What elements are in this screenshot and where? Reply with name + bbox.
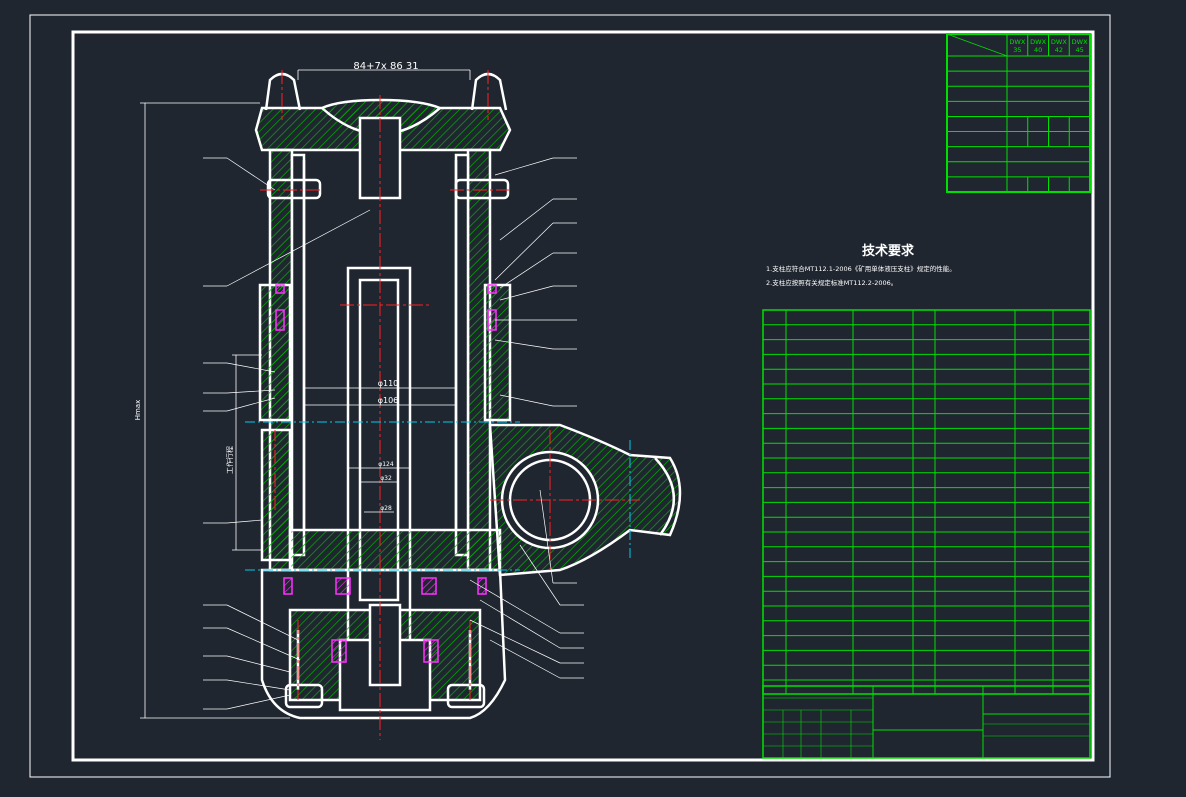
param-header-diag	[946, 33, 1008, 57]
param-table-frame	[946, 33, 1091, 193]
leader-left-tail-8	[226, 655, 291, 673]
leader-right-tail-10	[469, 579, 561, 634]
leader-left-tail-0	[226, 157, 276, 191]
leader-right-tail-9	[519, 544, 561, 606]
leader-right-tail-8	[539, 489, 554, 584]
leader-left-tail-6	[226, 604, 299, 641]
leader-right-tail-13	[489, 639, 561, 679]
section-lines	[245, 421, 631, 571]
leader-left-tail-5	[226, 519, 263, 524]
leader-right-tail-2	[494, 222, 554, 281]
leader-left-tail-3	[226, 389, 276, 394]
param-model-num-2: 42	[1055, 46, 1063, 54]
leader-left-tail-4	[226, 397, 276, 412]
leader-right-tail-12	[469, 619, 561, 664]
leader-right-tail-6	[494, 339, 554, 350]
leader-right-tail-1	[499, 198, 554, 241]
param-model-name-0: DWX	[1009, 38, 1025, 46]
dimension-lines	[140, 69, 471, 719]
center-lines	[260, 70, 640, 740]
param-model-name-2: DWX	[1051, 38, 1067, 46]
param-model-num-0: 35	[1013, 46, 1021, 54]
prop-section-view	[254, 72, 682, 720]
param-model-name-1: DWX	[1030, 38, 1046, 46]
param-model-name-3: DWX	[1072, 38, 1088, 46]
title-block	[762, 685, 1091, 759]
leader-right-tail-3	[499, 252, 554, 289]
param-model-num-1: 40	[1034, 46, 1042, 54]
dim-travel: 工作行程	[225, 446, 234, 474]
leader-right-tail-11	[479, 599, 561, 649]
dim-28: φ28	[380, 505, 392, 512]
tech-requirement-1: 1.支柱应符合MT112.1-2006《矿用单体液压支柱》规定的性能。	[766, 264, 956, 273]
bill-of-materials	[762, 309, 1091, 695]
dim-hmax: Hmax	[134, 400, 142, 421]
callout-leaders	[203, 157, 584, 710]
inner-frame	[71, 30, 1095, 762]
leader-left-tail-10	[226, 694, 291, 710]
leader-left-tail-2	[226, 362, 276, 373]
leader-left-tail-9	[226, 679, 291, 691]
tech-requirements-title: 技术要求	[862, 243, 915, 259]
dim-110: φ110	[378, 379, 399, 388]
outer-frame	[29, 14, 1111, 778]
leader-right-tail-4	[499, 285, 554, 301]
leader-left-tail-7	[226, 627, 301, 661]
param-model-num-3: 45	[1075, 46, 1083, 54]
dim-32: φ32	[380, 475, 392, 482]
leader-left-tail-1	[226, 209, 371, 287]
dim-top: 84+7x 86 31	[353, 61, 418, 72]
dim-106: φ106	[378, 396, 399, 405]
leader-right-tail-0	[494, 157, 554, 176]
leader-right-tail-7	[499, 394, 554, 407]
seal-marks	[275, 284, 497, 663]
tech-requirement-2: 2.支柱应按照有关规定标准MT112.2-2006。	[766, 278, 897, 287]
dim-124: φ124	[378, 461, 394, 468]
